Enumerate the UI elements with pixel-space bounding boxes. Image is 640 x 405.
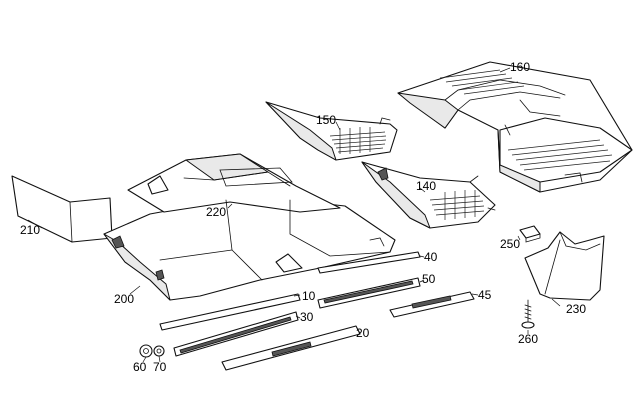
part-150-floor-mat[interactable] (265, 101, 398, 161)
callout-260: 260 (518, 332, 538, 346)
callout-40: 40 (424, 250, 438, 264)
callout-230: 230 (566, 302, 586, 316)
part-60-clip[interactable] (139, 344, 153, 358)
callout-220: 220 (206, 205, 226, 219)
callout-160: 160 (510, 60, 530, 74)
callout-210: 210 (20, 223, 40, 237)
callout-60: 60 (133, 360, 147, 374)
callout-45: 45 (478, 288, 492, 302)
part-45-sill-strip[interactable] (389, 291, 475, 318)
callout-70: 70 (153, 360, 167, 374)
part-20-sill-strip[interactable] (221, 325, 361, 371)
part-230-trim-panel[interactable] (524, 231, 605, 301)
callout-200: 200 (114, 292, 134, 306)
callout-140: 140 (416, 179, 436, 193)
part-40-sill-strip[interactable] (317, 251, 421, 274)
leader-lines (27, 67, 561, 363)
callout-150: 150 (316, 113, 336, 127)
part-70-clip[interactable] (153, 345, 165, 357)
part-260-screw[interactable] (521, 299, 535, 329)
callout-10: 10 (302, 289, 316, 303)
part-160-rear-floor-mat[interactable] (397, 61, 633, 193)
callout-50: 50 (422, 272, 436, 286)
callout-30: 30 (300, 310, 314, 324)
part-30-sill-strip[interactable] (173, 311, 299, 357)
part-200-main-floor-mat[interactable] (103, 153, 396, 301)
part-10-sill-strip[interactable] (159, 293, 301, 331)
part-140-floor-mat[interactable] (361, 161, 496, 229)
callout-20: 20 (356, 326, 370, 340)
part-50-sill-strip[interactable] (317, 277, 421, 309)
callout-250: 250 (500, 237, 520, 251)
part-250-clip[interactable] (519, 225, 541, 243)
